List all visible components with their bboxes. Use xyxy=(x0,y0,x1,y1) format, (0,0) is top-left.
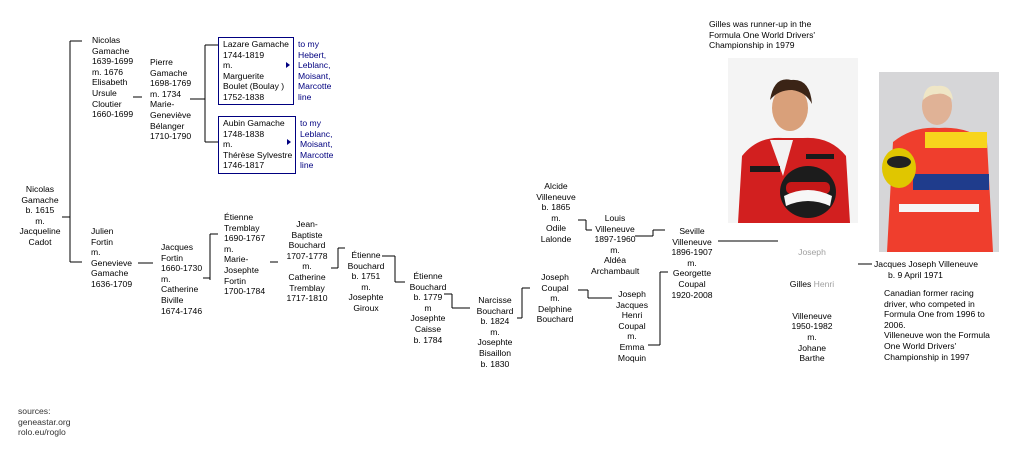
gilles-details: Villeneuve 1950-1982 m. Johane Barthe xyxy=(791,310,833,364)
person-jacques-fortin: Jacques Fortin 1660-1730 m. Catherine Bi… xyxy=(161,242,203,316)
gilles-villeneuve-photo xyxy=(728,58,858,223)
sources-note: sources: geneastar.org rolo.eu/roglo xyxy=(18,406,71,438)
aubin-gamache-box[interactable]: Aubin Gamache 1748-1838 m. Thérèse Sylve… xyxy=(218,116,296,174)
gilles-last-given: Henri xyxy=(813,278,835,289)
person-nicolas-gamache-1639: Nicolas Gamache 1639-1699 m. 1676 Elisab… xyxy=(92,35,134,120)
link-lazare-line[interactable]: to my Hebert, Leblanc, Moisant, Marcotte… xyxy=(298,39,332,102)
gilles-name: Gilles xyxy=(789,278,812,289)
person-joseph-coupal: Joseph Coupal m. Delphine Bouchard xyxy=(536,272,574,325)
caption-jacques: Canadian former racing driver, who compe… xyxy=(884,288,990,362)
jacques-villeneuve-photo xyxy=(879,72,999,252)
right-triangle-arrow-icon[interactable] xyxy=(287,139,291,145)
person-aubin-gamache: Aubin Gamache 1748-1838 m. Thérèse Sylve… xyxy=(223,118,293,171)
person-gilles-villeneuve: Joseph Gilles Henri Villeneuve 1950-1982… xyxy=(770,226,854,374)
person-etienne-bouchard-1779: Étienne Bouchard b. 1779 m Josephte Cais… xyxy=(409,271,447,345)
person-jacques-villeneuve: Jacques Joseph Villeneuve xyxy=(874,259,978,269)
person-louis-villeneuve: Louis Villeneuve 1897-1960 m. Aldéa Arch… xyxy=(591,213,640,276)
person-julien-fortin: Julien Fortin m. Genevieve Gamache 1636-… xyxy=(91,226,133,289)
gilles-first-name: Joseph xyxy=(798,247,826,258)
person-seville-villeneuve: Seville Villeneuve 1896-1907 m. Georgett… xyxy=(671,226,713,300)
person-joseph-henri-coupal: Joseph Jacques Henri Coupal m. Emma Moqu… xyxy=(615,289,648,363)
right-triangle-arrow-icon[interactable] xyxy=(286,62,290,68)
person-pierre-gamache: Pierre Gamache 1698-1769 m. 1734 Marie- … xyxy=(150,57,192,142)
lazare-gamache-box[interactable]: Lazare Gamache 1744-1819 m. Marguerite B… xyxy=(218,37,294,105)
person-etienne-bouchard-1751: Étienne Bouchard b. 1751 m. Josephte Gir… xyxy=(347,250,385,313)
link-aubin-line[interactable]: to my Leblanc, Moisant, Marcotte line xyxy=(300,118,334,171)
gilles-name-line: Gilles Henri xyxy=(770,279,854,290)
person-alcide-villeneuve: Alcide Villeneuve b. 1865 m. Odile Lalon… xyxy=(536,181,576,244)
person-lazare-gamache: Lazare Gamache 1744-1819 m. Marguerite B… xyxy=(223,39,289,102)
jacques-birth: b. 9 April 1971 xyxy=(888,270,943,280)
person-jean-baptiste-bouchard: Jean- Baptiste Bouchard 1707-1778 m. Cat… xyxy=(286,219,328,304)
person-narcisse-bouchard: Narcisse Bouchard b. 1824 m. Josephte Bi… xyxy=(476,295,514,369)
person-etienne-tremblay: Étienne Tremblay 1690-1767 m. Marie- Jos… xyxy=(224,212,266,297)
caption-gilles: Gilles was runner-up in the Formula One … xyxy=(709,19,816,51)
person-nicolas-gamache-1615: Nicolas Gamache b. 1615 m. Jacqueline Ca… xyxy=(19,184,61,247)
